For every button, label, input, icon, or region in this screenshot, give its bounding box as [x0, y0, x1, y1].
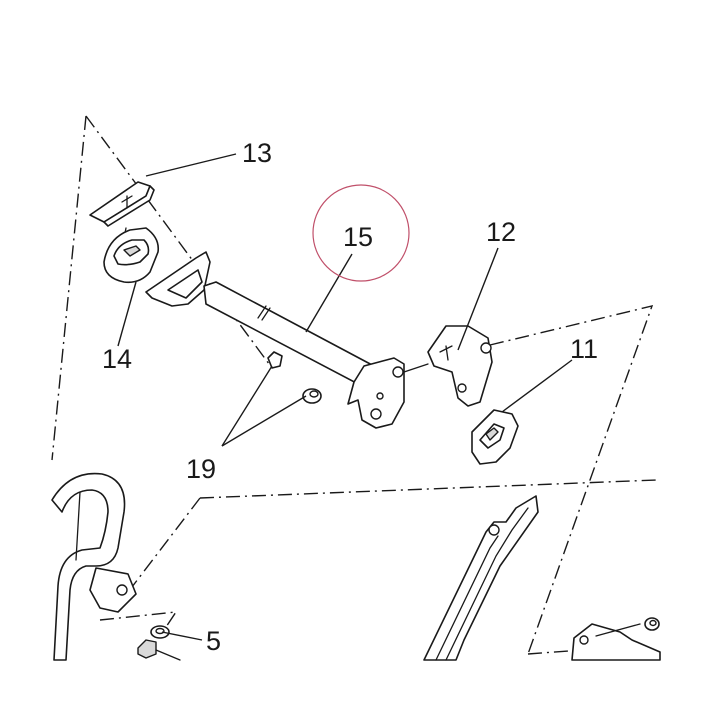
part-14-mount	[103, 227, 160, 284]
callout-labels: 13 15 12 11 14 19 5	[102, 138, 598, 656]
part-11-clip	[471, 409, 519, 465]
leader-12	[457, 247, 499, 351]
callout-5: 5	[206, 626, 221, 656]
callout-15: 15	[343, 222, 373, 252]
assembly-line-diagonal	[85, 115, 273, 369]
callout-19: 19	[186, 454, 216, 484]
leader-5	[161, 631, 203, 641]
part-12-bracket	[403, 325, 493, 407]
assembly-line-to-bracket	[121, 497, 201, 601]
assembly-line-middle	[199, 479, 657, 499]
callout-11: 11	[570, 334, 598, 364]
component-lower-right	[571, 617, 661, 661]
part-15-crossbar	[145, 251, 405, 429]
callout-12: 12	[486, 217, 516, 247]
assembly-line-left	[51, 115, 87, 461]
panel-center	[423, 495, 539, 661]
leader-15	[305, 253, 353, 333]
leader-13	[145, 153, 237, 177]
leader-lines	[117, 153, 573, 641]
leader-11	[501, 359, 573, 413]
leader-14	[117, 281, 137, 347]
part-19-fasteners	[267, 351, 322, 404]
highlight-circle-15	[312, 184, 410, 282]
part-5-bolt	[137, 625, 181, 661]
leader-19a	[221, 365, 273, 447]
callout-13: 13	[242, 138, 272, 168]
callout-14: 14	[102, 344, 132, 374]
leader-19b	[221, 395, 307, 447]
assembly-line-right	[489, 305, 654, 655]
assembly-lines	[51, 115, 657, 655]
frame-left	[51, 472, 137, 661]
